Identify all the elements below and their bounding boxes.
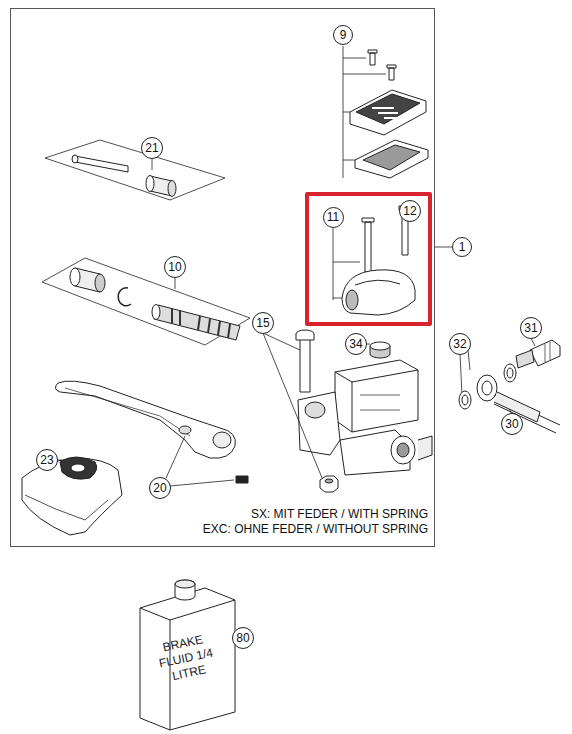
callout-text: 31: [524, 322, 537, 334]
callout-number: 23: [36, 449, 58, 471]
callout-number: 11: [323, 207, 344, 228]
callout-text: 30: [505, 418, 518, 430]
callout-text: 23: [40, 454, 53, 466]
callout-text: 32: [453, 338, 466, 350]
callout-text: 21: [145, 142, 158, 154]
brake-lever: [55, 381, 235, 458]
callout-text: 9: [340, 29, 347, 41]
bottle-label: BRAKE FLUID 1/4 LITRE: [149, 630, 223, 688]
callout-text: 1: [459, 241, 466, 253]
pin-bushing-group: [45, 140, 225, 200]
reservoir-cover-group: [343, 46, 428, 178]
callout-text: 12: [403, 205, 416, 217]
callout-number: 21: [141, 137, 163, 159]
pivot-bolt-and-nut: [263, 330, 338, 492]
callout-text: 10: [168, 261, 181, 273]
callout-number: 34: [345, 333, 367, 355]
note-text: EXC: OHNE FEDER / WITHOUT SPRING: [203, 522, 428, 536]
master-cylinder-body: [298, 360, 432, 475]
callout-number: 80: [232, 627, 254, 649]
callout-text: 20: [153, 482, 166, 494]
leader-line: [435, 247, 452, 248]
reservoir-cap: [366, 342, 390, 358]
callout-number: 30: [501, 413, 523, 435]
callout-text: 11: [327, 211, 339, 223]
lever-guard: [22, 457, 122, 535]
callout-number: 9: [333, 25, 353, 45]
adjuster-screw: [166, 436, 248, 486]
callout-text: 15: [256, 317, 269, 329]
brake-fluid-bottle: [140, 580, 235, 730]
callout-number: 1: [452, 237, 472, 257]
parts-frame: SX: MIT FEDER / WITH SPRINGEXC: OHNE FED…: [10, 8, 435, 547]
callout-number: 15: [252, 312, 274, 334]
highlight-box: [307, 194, 430, 324]
callout-text: 34: [349, 338, 362, 350]
callout-number: 20: [149, 477, 171, 499]
callout-number: 32: [449, 333, 471, 355]
piston-kit-group: [42, 258, 250, 345]
callout-number: 10: [164, 256, 186, 278]
callout-number: 31: [520, 317, 542, 339]
note-text: SX: MIT FEDER / WITH SPRING: [251, 507, 428, 521]
hose-group: [459, 338, 560, 433]
callout-text: 80: [236, 632, 249, 644]
callout-number: 12: [399, 200, 421, 222]
